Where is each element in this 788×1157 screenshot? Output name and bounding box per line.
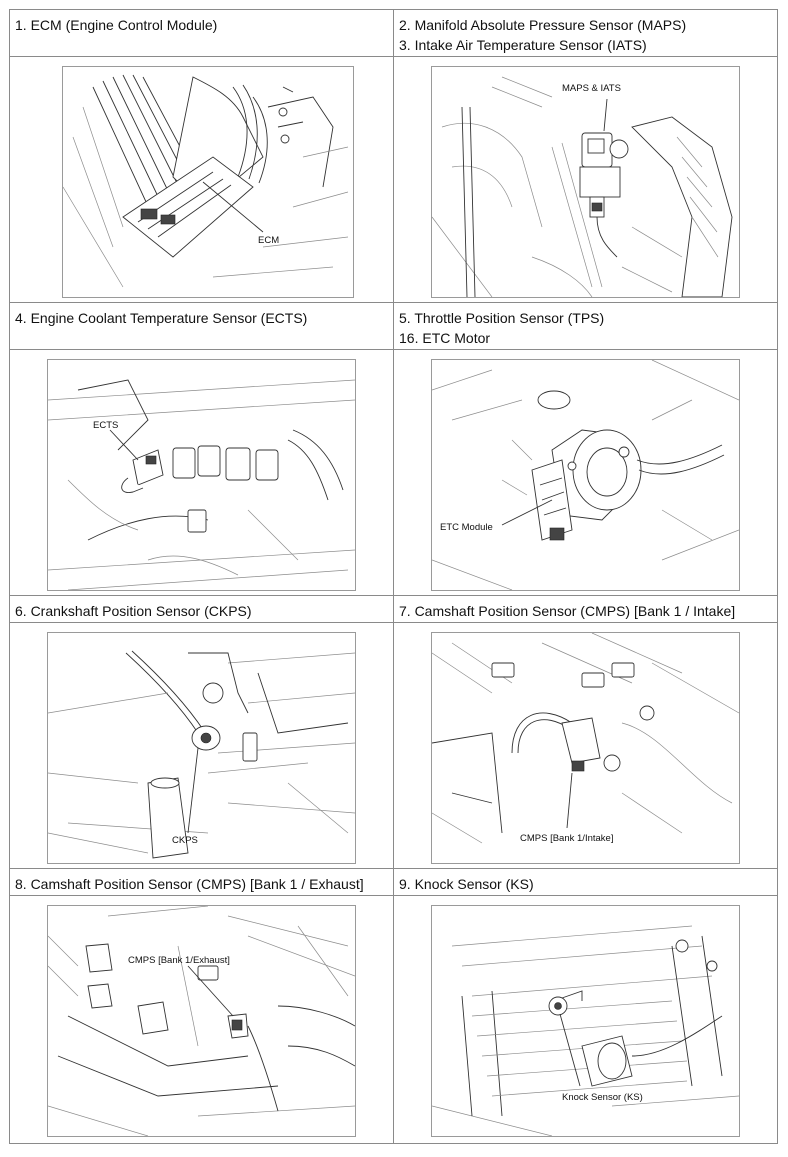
cmps-exhaust-diagram-icon: CMPS [Bank 1/Exhaust] (48, 906, 355, 1136)
table-row: CMPS [Bank 1/Exhaust] Knock (9, 895, 778, 1144)
cell-header-ckps: 6. Crankshaft Position Sensor (CKPS) (9, 595, 394, 623)
table-row: 1. ECM (Engine Control Module) 2. Manifo… (9, 9, 778, 57)
figure-ecm: ECM (62, 66, 354, 298)
figure-maps-iats: MAPS & IATS (431, 66, 740, 298)
ects-callout-label: ECTS (93, 420, 118, 431)
etc-module-callout-label: ETC Module (440, 522, 493, 533)
maps-iats-callout-label: MAPS & IATS (562, 83, 621, 94)
cell-figure-maps-iats: MAPS & IATS (393, 56, 778, 303)
sensor-location-table: 1. ECM (Engine Control Module) 2. Manifo… (9, 9, 778, 1144)
figure-ects: ECTS (47, 359, 356, 591)
figure-knock-sensor: Knock Sensor (KS) (431, 905, 740, 1137)
cell-figure-ects: ECTS (9, 349, 394, 596)
table-row: CKPS CMPS [Bank (9, 622, 778, 869)
cell-figure-knock-sensor: Knock Sensor (KS) (393, 895, 778, 1144)
cell-figure-ckps: CKPS (9, 622, 394, 869)
cell-figure-cmps-exhaust: CMPS [Bank 1/Exhaust] (9, 895, 394, 1144)
cell-header-knock-sensor: 9. Knock Sensor (KS) (393, 868, 778, 896)
ecm-callout-label: ECM (258, 235, 279, 246)
cell-header-cmps-intake: 7. Camshaft Position Sensor (CMPS) [Bank… (393, 595, 778, 623)
ckps-diagram-icon: CKPS (48, 650, 355, 859)
table-row: ECM (9, 56, 778, 303)
figure-tps: ETC Module (431, 359, 740, 591)
cmps-intake-callout-label: CMPS [Bank 1/Intake] (520, 833, 613, 844)
cell-header-tps: 5. Throttle Position Sensor (TPS)16. ETC… (393, 302, 778, 350)
ects-diagram-icon: ECTS (48, 379, 355, 590)
cell-header-ects: 4. Engine Coolant Temperature Sensor (EC… (9, 302, 394, 350)
ckps-callout-label: CKPS (172, 835, 198, 846)
knock-sensor-diagram-icon: Knock Sensor (KS) (432, 925, 739, 1136)
figure-cmps-intake: CMPS [Bank 1/Intake] (431, 632, 740, 864)
maps-iats-diagram-icon: MAPS & IATS (432, 76, 733, 297)
cell-figure-ecm: ECM (9, 56, 394, 303)
table-row: 4. Engine Coolant Temperature Sensor (EC… (9, 302, 778, 350)
cell-header-maps-iats: 2. Manifold Absolute Pressure Sensor (MA… (393, 9, 778, 57)
etc-module-diagram-icon: ETC Module (432, 360, 739, 590)
table-row: 8. Camshaft Position Sensor (CMPS) [Bank… (9, 868, 778, 896)
ecm-diagram-icon: ECM (63, 74, 349, 288)
figure-ckps: CKPS (47, 632, 356, 864)
table-row: ECTS ETC Module (9, 349, 778, 596)
cmps-intake-diagram-icon: CMPS [Bank 1/Intake] (432, 633, 739, 844)
cell-figure-tps: ETC Module (393, 349, 778, 596)
figure-cmps-exhaust: CMPS [Bank 1/Exhaust] (47, 905, 356, 1137)
table-row: 6. Crankshaft Position Sensor (CKPS) 7. … (9, 595, 778, 623)
cmps-exhaust-callout-label: CMPS [Bank 1/Exhaust] (128, 955, 230, 966)
cell-header-ecm: 1. ECM (Engine Control Module) (9, 9, 394, 57)
cell-figure-cmps-intake: CMPS [Bank 1/Intake] (393, 622, 778, 869)
knock-sensor-callout-label: Knock Sensor (KS) (562, 1092, 643, 1103)
cell-header-cmps-exhaust: 8. Camshaft Position Sensor (CMPS) [Bank… (9, 868, 394, 896)
